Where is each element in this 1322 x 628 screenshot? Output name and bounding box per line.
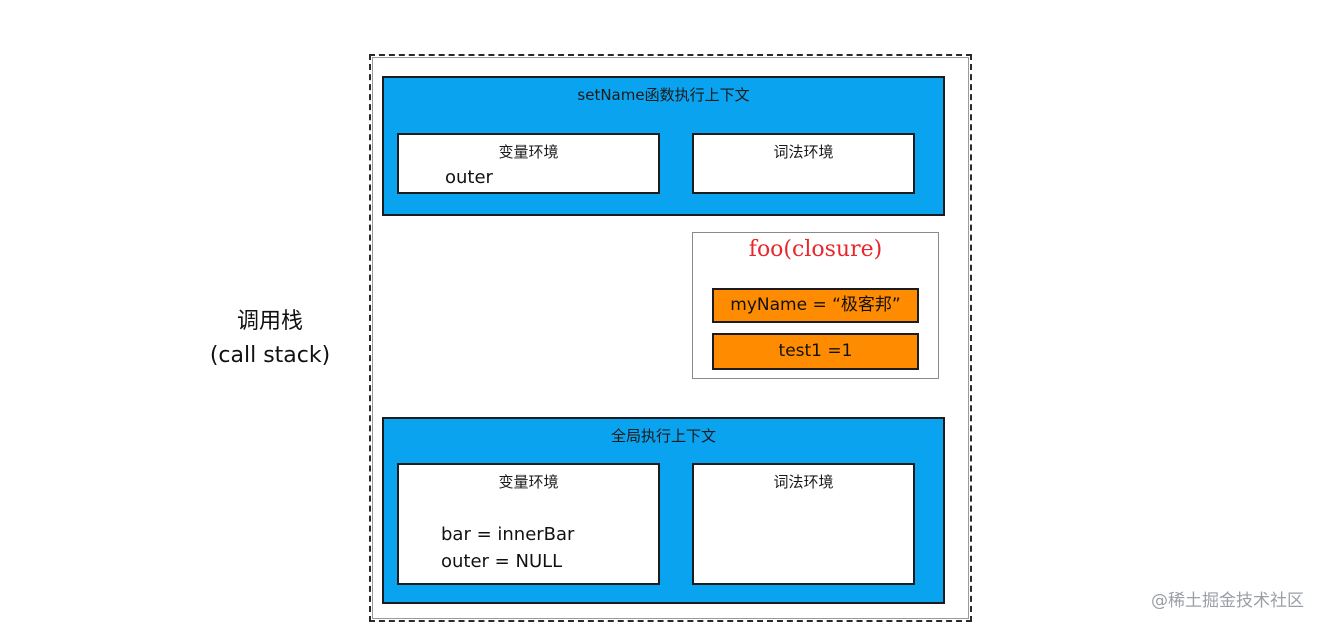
global-variable-env-entry-bar: bar = innerBar <box>441 524 575 545</box>
closure-item-myname: myName = “极客邦” <box>712 288 919 323</box>
setname-lexical-environment: 词法环境 <box>692 133 915 194</box>
call-stack-label-en: (call stack) <box>209 343 331 368</box>
call-stack-label: 调用栈 (call stack) <box>200 305 340 373</box>
global-lexical-environment: 词法环境 <box>692 463 915 585</box>
setname-variable-env-title: 变量环境 <box>498 143 559 161</box>
setname-context-title: setName函数执行上下文 <box>577 86 750 104</box>
setname-variable-env-entry: outer <box>445 167 493 188</box>
setname-variable-environment: 变量环境 outer <box>397 133 660 194</box>
closure-title: foo(closure) <box>748 237 883 262</box>
global-lexical-env-title: 词法环境 <box>773 473 834 491</box>
global-context-title: 全局执行上下文 <box>610 427 716 445</box>
call-stack-label-cn: 调用栈 <box>236 309 303 334</box>
global-variable-environment: 变量环境 bar = innerBar outer = NULL <box>397 463 660 585</box>
closure-item-test1: test1 =1 <box>712 333 919 370</box>
watermark: @稀土掘金技术社区 <box>1151 591 1304 611</box>
global-variable-env-title: 变量环境 <box>498 473 559 491</box>
call-stack-frame <box>369 54 972 622</box>
global-variable-env-entry-outer: outer = NULL <box>441 551 563 572</box>
setname-lexical-env-title: 词法环境 <box>773 143 834 161</box>
